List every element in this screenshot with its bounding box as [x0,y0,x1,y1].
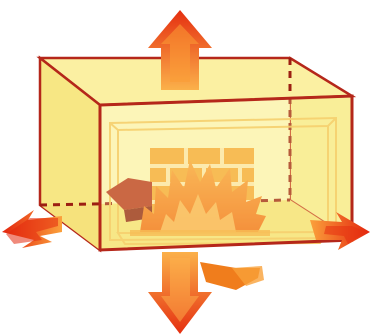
arrow-down-right-icon [200,262,264,290]
